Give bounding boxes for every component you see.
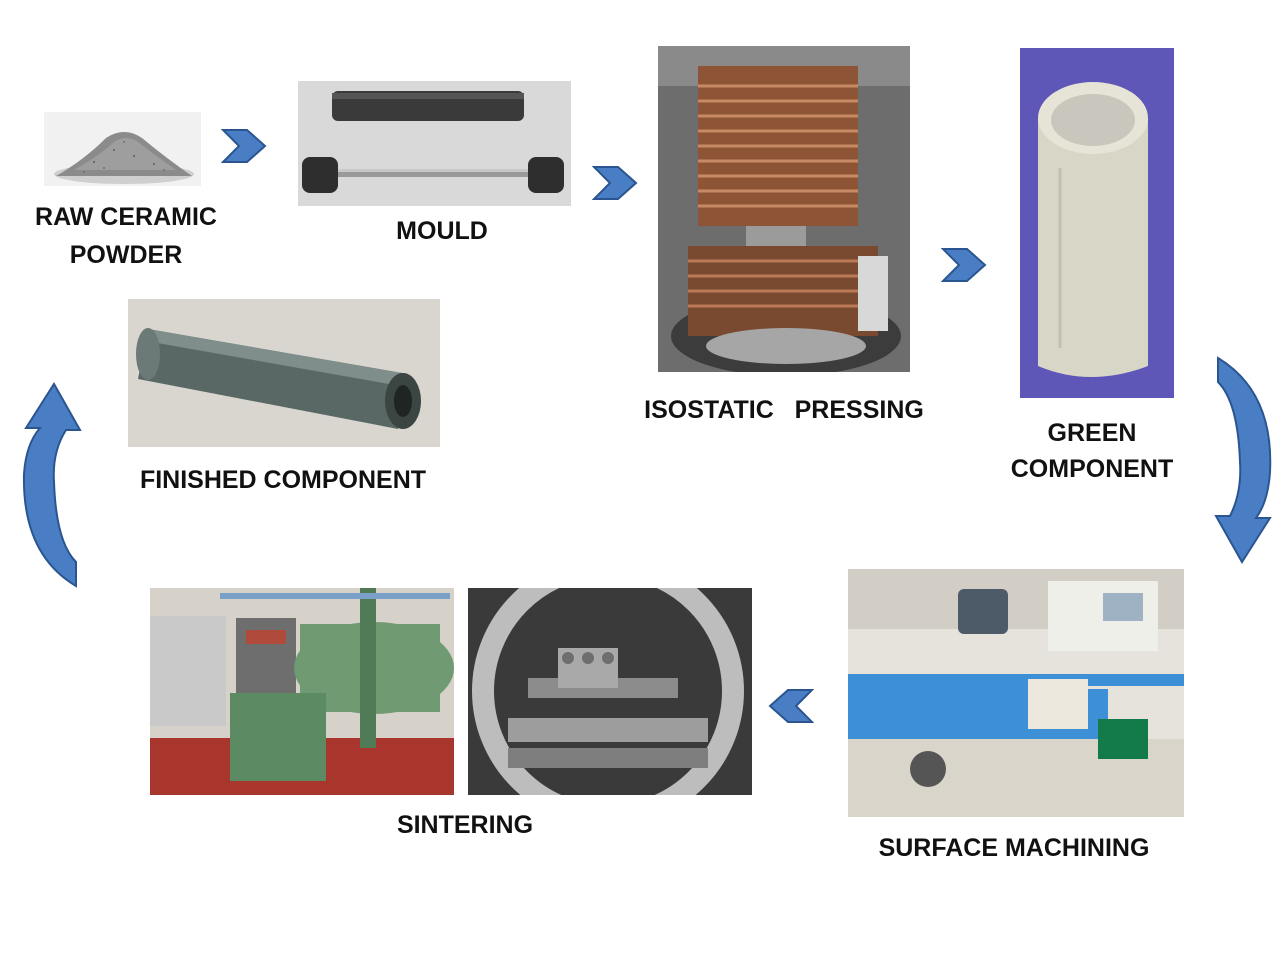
isostatic-press-photo xyxy=(658,46,910,372)
chevron-right-icon xyxy=(221,128,267,164)
green-component-line2: COMPONENT xyxy=(1010,455,1174,483)
finished-component-photo xyxy=(128,299,440,447)
chevron-right-icon xyxy=(941,247,987,283)
finished-component-label: FINISHED COMPONENT xyxy=(139,466,427,494)
isostatic-pressing-label: ISOSTATIC PRESSING xyxy=(644,396,924,424)
mould-photo xyxy=(298,81,571,206)
raw-ceramic-powder-line2: POWDER xyxy=(69,241,183,269)
sintering-furnace-photo xyxy=(150,588,454,795)
raw-ceramic-powder-label: RAW CERAMIC POWDER xyxy=(26,198,226,274)
mould-label: MOULD xyxy=(396,217,488,245)
green-component-photo xyxy=(1020,48,1174,398)
curved-arrow-up-icon xyxy=(16,378,82,592)
chevron-left-icon xyxy=(768,688,814,724)
curved-arrow-down-icon xyxy=(1212,352,1280,568)
raw-ceramic-powder-photo xyxy=(44,112,201,186)
green-component-label: GREEN COMPONENT xyxy=(992,415,1192,487)
raw-ceramic-powder-line1: RAW CERAMIC xyxy=(35,203,217,231)
green-component-line1: GREEN xyxy=(1047,419,1137,447)
chevron-right-icon xyxy=(592,165,638,201)
surface-machining-label: SURFACE MACHINING xyxy=(878,834,1150,862)
sintering-interior-photo xyxy=(468,588,752,795)
surface-machining-photo xyxy=(848,569,1184,817)
sintering-label: SINTERING xyxy=(396,811,534,839)
